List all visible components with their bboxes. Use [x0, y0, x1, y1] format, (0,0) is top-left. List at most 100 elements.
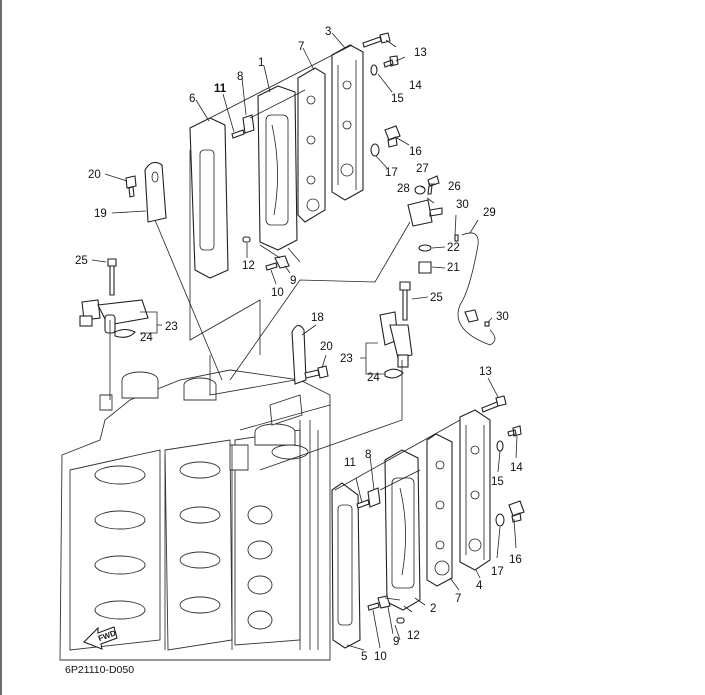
callout-16-upper: 16 — [409, 146, 422, 158]
callout-12-upper: 12 — [242, 260, 255, 272]
callout-16-lower: 16 — [509, 554, 522, 566]
part-29-hose — [457, 232, 496, 346]
callout-27: 27 — [416, 163, 429, 175]
part-23-sensor-left — [79, 299, 149, 334]
callout-22: 22 — [447, 242, 460, 254]
callout-15-upper: 15 — [391, 93, 404, 105]
part-8-bracket-upper — [242, 114, 255, 134]
callout-26: 26 — [448, 181, 461, 193]
part-2-intake-cover — [384, 449, 421, 611]
callout-2: 2 — [430, 603, 436, 615]
callout-9-upper: 9 — [290, 275, 296, 287]
callout-14-upper: 14 — [409, 80, 422, 92]
part-25-bolt-middle — [399, 281, 411, 321]
part-5-gasket — [331, 482, 361, 649]
drawing-code: 6P21110-D050 — [65, 664, 134, 676]
callout-7-lower: 7 — [455, 593, 461, 605]
part-15-washer-upper — [370, 64, 378, 76]
callout-30-lower: 30 — [496, 311, 509, 323]
callout-19: 19 — [94, 208, 107, 220]
left-frame-border — [0, 0, 2, 695]
part-30-clamp-lower — [484, 321, 490, 327]
part-9-clip-lower — [377, 595, 391, 609]
part-9-clip-upper — [274, 255, 290, 269]
part-12-pin-lower — [396, 617, 405, 624]
callout-25-left: 25 — [75, 255, 88, 267]
callout-8-upper: 8 — [237, 71, 243, 83]
part-17-washer-lower — [495, 513, 505, 527]
fwd-direction-arrow: FWD — [83, 626, 118, 650]
engine-block — [59, 369, 331, 661]
part-17-washer-upper — [370, 143, 380, 157]
callout-13-lower: 13 — [479, 366, 492, 378]
callout-4: 4 — [476, 580, 483, 592]
callout-18: 18 — [311, 312, 324, 324]
callout-11-upper: 11 — [214, 83, 227, 95]
callout-20-upper: 20 — [88, 169, 101, 181]
callout-7-upper: 7 — [298, 41, 304, 53]
part-27-bolt — [427, 175, 440, 195]
assembly-lines — [109, 44, 461, 613]
callout-12-lower: 12 — [407, 630, 420, 642]
callout-10-upper: 10 — [271, 287, 284, 299]
part-24-gasket-middle — [384, 368, 404, 379]
callout-23-middle: 23 — [340, 353, 353, 365]
part-13-bolt-upper — [362, 32, 391, 48]
callout-6: 6 — [189, 93, 195, 105]
part-1-intake-cover — [257, 85, 298, 251]
callout-30-upper: 30 — [456, 199, 469, 211]
callout-labels: 1 2 3 4 5 6 7 7 8 8 9 9 10 10 11 11 12 1… — [75, 26, 523, 663]
callout-17-upper: 17 — [385, 167, 398, 179]
callout-24-left: 24 — [140, 332, 153, 344]
callout-8-lower: 8 — [365, 449, 371, 461]
part-15-washer-lower — [496, 440, 504, 452]
callout-13-upper: 13 — [414, 47, 427, 59]
part-10-screw-upper — [265, 262, 278, 271]
callout-20-middle: 20 — [320, 341, 333, 353]
part-14-bolt-lower — [507, 425, 522, 437]
part-20-bolt-middle — [304, 365, 329, 379]
callout-5: 5 — [361, 651, 367, 663]
callout-17-lower: 17 — [491, 566, 504, 578]
part-30-clamp-upper — [454, 234, 459, 242]
part-6-gasket — [189, 117, 229, 279]
part-23-sensor-middle — [379, 311, 413, 368]
part-20-bolt-upper — [125, 175, 137, 198]
part-7-gasket-lower — [426, 433, 453, 587]
part-28-washer — [414, 185, 426, 195]
callout-9-lower: 9 — [393, 636, 399, 648]
part-12-pin-upper — [242, 236, 251, 243]
part-13-bolt-lower — [481, 395, 507, 413]
callout-10-lower: 10 — [374, 651, 387, 663]
leader-lines — [91, 32, 518, 651]
part-19-bracket — [144, 161, 167, 223]
callout-1: 1 — [258, 57, 264, 69]
callout-14-lower: 14 — [510, 462, 523, 474]
callout-24-middle: 24 — [367, 372, 380, 384]
part-16-plug-lower — [508, 500, 525, 523]
part-16-plug-upper — [384, 125, 401, 148]
part-11-screw-upper — [231, 129, 245, 139]
part-22-washer — [418, 244, 432, 252]
part-14-bolt-upper — [383, 55, 399, 68]
part-10-screw-lower — [367, 602, 380, 611]
part-25-bolt-left — [107, 258, 117, 296]
part-7-gasket-upper — [297, 67, 326, 223]
part-24-gasket-left — [114, 328, 136, 338]
part-4-head-cover-lower — [459, 409, 491, 571]
callout-29: 29 — [483, 207, 496, 219]
callout-23-left: 23 — [165, 321, 178, 333]
part-11-screw-lower — [356, 499, 370, 509]
callout-15-lower: 15 — [491, 476, 504, 488]
callout-11-lower: 11 — [344, 457, 356, 469]
part-21-plug — [418, 261, 432, 274]
part-26-joint — [407, 199, 443, 227]
callout-28: 28 — [397, 183, 410, 195]
part-8-bracket-lower — [367, 487, 381, 508]
callout-3: 3 — [325, 26, 331, 38]
callout-25-middle: 25 — [430, 292, 443, 304]
callout-21: 21 — [447, 262, 460, 274]
part-30-fitting — [464, 309, 479, 323]
part-3-head-cover-upper — [331, 44, 364, 201]
